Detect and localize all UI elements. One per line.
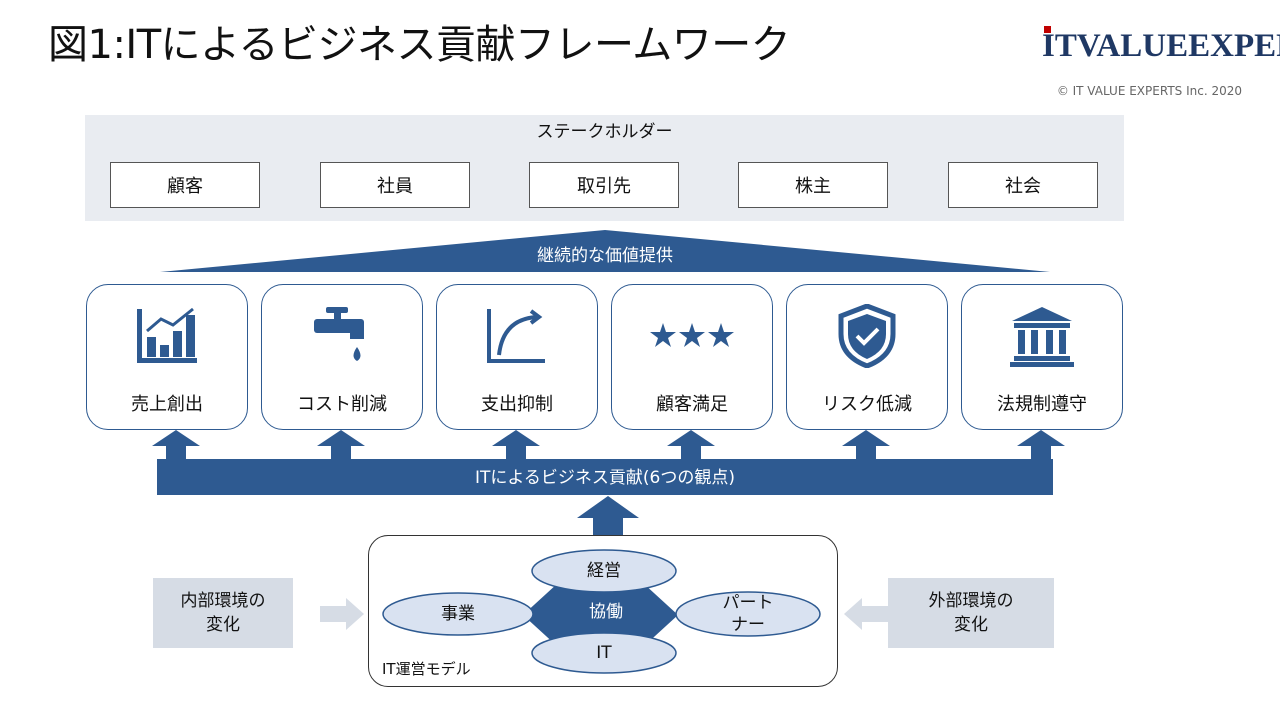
card-revenue: 売上創出 xyxy=(86,284,248,430)
card-label: 顧客満足 xyxy=(656,394,728,415)
bar-chart-icon xyxy=(87,303,247,369)
stakeholder-society: 社会 xyxy=(948,162,1098,208)
up-arrow-1 xyxy=(152,430,200,460)
internal-env-line1: 内部環境の xyxy=(180,591,266,611)
it-model-shapes xyxy=(382,549,821,674)
value-banner-shape xyxy=(160,230,1050,272)
card-cost-reduction: コスト削減 xyxy=(261,284,423,430)
partner-label-line1: パート xyxy=(722,593,774,613)
external-change-arrow xyxy=(844,598,888,630)
bank-building-icon xyxy=(962,303,1122,369)
collaboration-hexagon xyxy=(523,583,678,647)
copyright-notice: © IT VALUE EXPERTS Inc. 2020 xyxy=(1056,84,1242,98)
curve-chart-icon xyxy=(437,303,597,369)
stakeholder-customer: 顧客 xyxy=(110,162,260,208)
contribution-bar-shape xyxy=(157,459,1053,495)
management-label: 経営 xyxy=(587,561,621,581)
up-arrows xyxy=(152,430,1065,460)
up-arrow-6 xyxy=(1017,430,1065,460)
card-label: 法規制遵守 xyxy=(997,394,1087,415)
external-env-line2: 変化 xyxy=(954,615,988,635)
shield-check-icon xyxy=(787,303,947,369)
internal-environment-box: 内部環境の 変化 xyxy=(153,578,293,648)
business-label: 事業 xyxy=(441,604,475,624)
external-env-line1: 外部環境の xyxy=(928,591,1014,611)
card-customer-satisfaction: 顧客満足 xyxy=(611,284,773,430)
collaboration-label: 協働 xyxy=(589,602,623,622)
card-spending-control: 支出抑制 xyxy=(436,284,598,430)
three-stars-icon xyxy=(612,303,772,369)
logo-accent xyxy=(1044,26,1051,33)
card-label: 売上創出 xyxy=(131,394,203,415)
stakeholder-employee: 社員 xyxy=(320,162,470,208)
card-label: リスク低減 xyxy=(822,394,912,415)
stakeholder-partner: 取引先 xyxy=(529,162,679,208)
external-environment-box: 外部環境の 変化 xyxy=(888,578,1054,648)
business-ellipse xyxy=(382,592,534,636)
up-arrow-5 xyxy=(842,430,890,460)
stakeholder-shareholder: 株主 xyxy=(738,162,888,208)
partner-label-line2: ナー xyxy=(731,615,765,635)
up-arrow-2 xyxy=(317,430,365,460)
card-risk-reduction: リスク低減 xyxy=(786,284,948,430)
it-ellipse xyxy=(531,632,677,674)
card-label: コスト削減 xyxy=(297,394,387,415)
internal-change-arrow xyxy=(320,598,364,630)
card-compliance: 法規制遵守 xyxy=(961,284,1123,430)
up-arrow-3 xyxy=(492,430,540,460)
it-model-label: IT運営モデル xyxy=(382,660,471,678)
management-ellipse xyxy=(531,549,677,593)
page-title: 図1:ITによるビジネス貢献フレームワーク xyxy=(48,22,791,68)
stakeholder-title: ステークホルダー xyxy=(536,122,673,142)
model-up-arrow xyxy=(577,496,639,560)
card-label: 支出抑制 xyxy=(481,394,553,415)
it-label: IT xyxy=(596,643,612,663)
value-banner-label: 継続的な価値提供 xyxy=(537,246,673,266)
internal-env-line2: 変化 xyxy=(206,615,240,635)
contribution-bar-label: ITによるビジネス貢献(6つの観点) xyxy=(475,468,735,488)
up-arrow-4 xyxy=(667,430,715,460)
faucet-icon xyxy=(262,303,422,369)
partner-ellipse xyxy=(675,591,821,637)
